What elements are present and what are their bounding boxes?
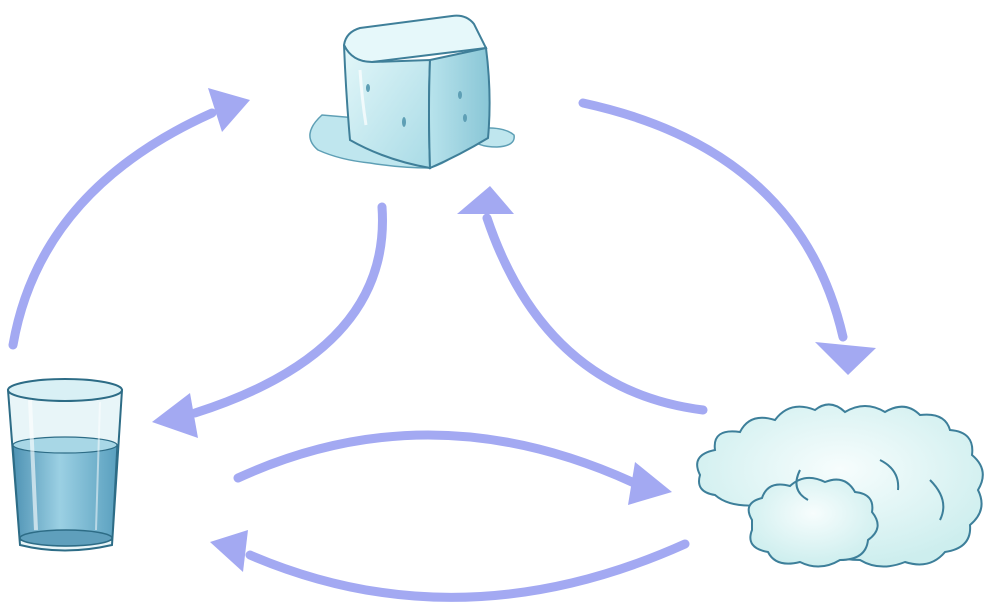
arrow-water-to-ice bbox=[8, 88, 250, 350]
glass-bottom bbox=[19, 529, 113, 547]
arrow-ice-to-water bbox=[152, 202, 387, 438]
glass-of-water-icon bbox=[6, 378, 124, 552]
arrow-vapor-to-ice bbox=[457, 186, 708, 415]
arrow-vapor-to-water bbox=[210, 530, 690, 602]
cube-side bbox=[428, 46, 491, 170]
arrow-ice-to-vapor bbox=[578, 98, 876, 375]
cloud-icon bbox=[696, 403, 984, 568]
arrows bbox=[8, 88, 876, 602]
ice-cube-icon bbox=[309, 14, 515, 170]
arrow-water-to-vapor bbox=[233, 430, 672, 505]
glass-rim bbox=[7, 378, 123, 402]
cloud-small bbox=[747, 476, 879, 568]
